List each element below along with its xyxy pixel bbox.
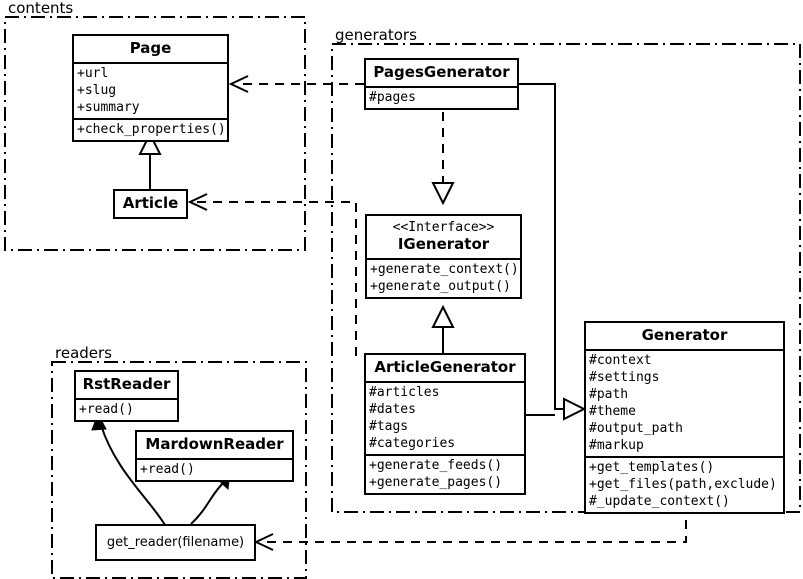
class-attribute: #settings: [589, 370, 660, 385]
class-attribute: #articles: [369, 385, 440, 400]
class-methods-articlegenerator: +generate_feeds() +generate_pages(): [366, 454, 524, 493]
class-box-mardownreader[interactable]: MardownReader +read(): [135, 430, 294, 482]
class-attribute: #context: [589, 353, 652, 368]
function-label-get-reader: get_reader(filename): [106, 535, 245, 550]
class-method: #_update_context(): [589, 494, 730, 509]
class-methods-rstreader: +read(): [76, 398, 177, 420]
class-method: +get_templates(): [589, 460, 715, 475]
arrowhead-generalization-generator: [563, 397, 587, 421]
arrowhead-realization-igenerator: [431, 182, 455, 206]
class-method: +read(): [140, 462, 195, 477]
class-attribute: +slug: [77, 83, 117, 98]
class-methods-generator: +get_templates() +get_files(path,exclude…: [586, 456, 783, 512]
class-attribute: #path: [589, 387, 629, 402]
class-methods-mardownreader: +read(): [137, 458, 292, 480]
class-title-articlegenerator: ArticleGenerator: [374, 358, 516, 376]
class-attribute: #categories: [369, 436, 456, 451]
class-box-rstreader[interactable]: RstReader +read(): [74, 370, 179, 422]
class-box-igenerator[interactable]: <<Interface>> IGenerator +generate_conte…: [365, 214, 522, 299]
class-attribute: +url: [77, 66, 109, 81]
class-method: +generate_pages(): [369, 475, 503, 490]
class-methods-igenerator: +generate_context() +generate_output(): [367, 258, 520, 297]
class-box-page[interactable]: Page +url +slug +summary +check_properti…: [72, 34, 229, 142]
class-title-mardownreader: MardownReader: [145, 435, 284, 453]
class-attribute: #theme: [589, 404, 636, 419]
class-attribute: #pages: [369, 90, 416, 105]
function-box-get-reader[interactable]: get_reader(filename): [95, 524, 256, 561]
class-attribute: #markup: [589, 438, 644, 453]
class-methods-page: +check_properties(): [74, 118, 227, 140]
arrowhead-dependency-getreader: [253, 533, 274, 551]
class-attributes-generator: #context #settings #path #theme #output_…: [586, 349, 783, 456]
class-attributes-pagesgenerator: #pages: [366, 86, 517, 108]
class-stereotype-igenerator: <<Interface>>: [392, 220, 495, 235]
package-label-generators: generators: [333, 26, 419, 44]
class-box-generator[interactable]: Generator #context #settings #path #them…: [584, 321, 785, 514]
class-method: +generate_feeds(): [369, 458, 503, 473]
class-attribute: #tags: [369, 419, 409, 434]
arrowhead-generalization-igenerator: [431, 304, 455, 328]
class-method: +generate_context(): [370, 262, 519, 277]
class-method: +get_files(path,exclude): [589, 477, 777, 492]
class-title-article: Article: [122, 194, 179, 212]
class-box-pagesgenerator[interactable]: PagesGenerator #pages: [364, 58, 519, 110]
class-name-igenerator: IGenerator: [397, 235, 490, 253]
class-attributes-articlegenerator: #articles #dates #tags #categories: [366, 381, 524, 454]
line-articlegenerator-depends-article: [196, 201, 357, 356]
class-box-articlegenerator[interactable]: ArticleGenerator #articles #dates #tags …: [364, 353, 526, 495]
class-attribute: +summary: [77, 100, 140, 115]
class-title-igenerator: <<Interface>> IGenerator: [367, 216, 520, 258]
class-method: +check_properties(): [77, 122, 226, 137]
class-title-page: Page: [129, 39, 172, 57]
class-title-rstreader: RstReader: [82, 375, 171, 393]
class-box-article[interactable]: Article: [113, 189, 188, 219]
class-method: +generate_output(): [370, 279, 511, 294]
arrowhead-dependency-page: [228, 75, 249, 93]
package-label-readers: readers: [53, 344, 114, 362]
class-attribute: #output_path: [589, 421, 683, 436]
class-attributes-page: +url +slug +summary: [74, 62, 227, 118]
class-method: +read(): [79, 402, 134, 417]
package-label-contents: contents: [6, 0, 76, 17]
class-attribute: #dates: [369, 402, 416, 417]
arrowhead-dependency-article: [187, 193, 208, 211]
class-title-pagesgenerator: PagesGenerator: [373, 63, 510, 81]
line-getreader-creates-mdreader: [190, 481, 225, 525]
class-title-generator: Generator: [641, 326, 728, 344]
